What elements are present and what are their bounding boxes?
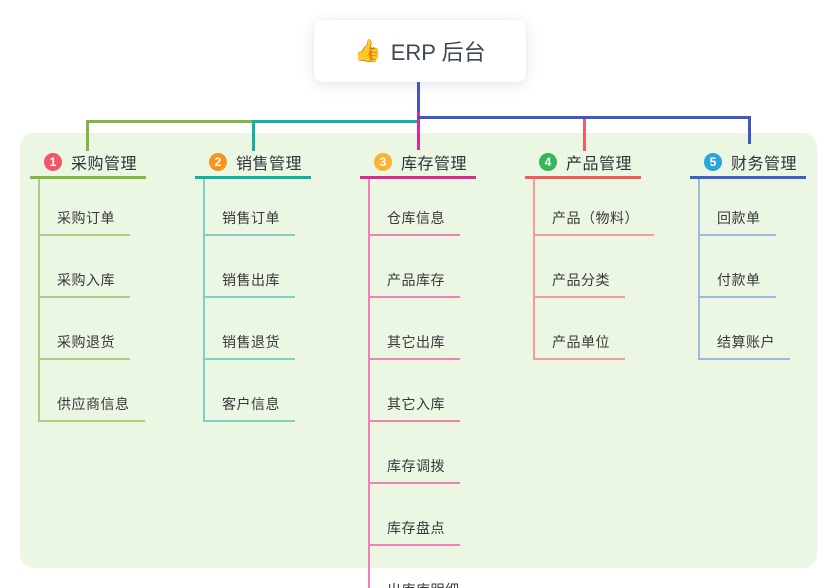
child-node[interactable]: 供应商信息 [40,360,145,422]
connector-blue-drop [748,117,751,144]
child-node[interactable]: 仓库信息 [370,179,460,236]
branch-sales: 2 销售管理 销售订单 销售出库 销售退货 客户信息 [195,148,311,422]
branch-children: 仓库信息 产品库存 其它出库 其它入库 库存调拨 库存盘点 出库库明细 [368,179,475,588]
child-node[interactable]: 其它出库 [370,298,460,360]
connector-blue-horizontal [417,116,751,119]
connector-green-horizontal [86,120,252,123]
child-node[interactable]: 结算账户 [700,298,790,360]
branch-inventory: 3 库存管理 仓库信息 产品库存 其它出库 其它入库 库存调拨 库存盘点 出库库… [360,148,476,588]
branches-panel [20,133,817,568]
child-node[interactable]: 采购订单 [40,179,130,236]
child-node[interactable]: 付款单 [700,236,776,298]
branch-children: 销售订单 销售出库 销售退货 客户信息 [203,179,295,422]
branch-title: 销售管理 [236,155,303,173]
branch-products-node[interactable]: 4 产品管理 [525,148,654,175]
branch-title: 产品管理 [566,155,633,173]
thumbs-up-icon: 👍 [354,38,382,63]
child-node[interactable]: 产品分类 [535,236,625,298]
child-node[interactable]: 销售退货 [205,298,295,360]
branch-finance-node[interactable]: 5 财务管理 [690,148,806,175]
child-node[interactable]: 产品单位 [535,298,625,360]
branch-products: 4 产品管理 产品（物料） 产品分类 产品单位 [525,148,654,360]
branch-children: 回款单 付款单 结算账户 [698,179,790,360]
child-node[interactable]: 其它入库 [370,360,460,422]
branch-number-badge: 3 [374,152,392,171]
connector-magenta-drop [417,112,420,150]
branch-number-badge: 1 [44,152,62,171]
branch-sales-node[interactable]: 2 销售管理 [195,148,311,175]
branch-underline [525,176,641,179]
child-node[interactable]: 回款单 [700,179,776,236]
child-node[interactable]: 出库库明细 [370,546,475,588]
branch-children: 产品（物料） 产品分类 产品单位 [533,179,654,360]
connector-red-drop [583,117,586,151]
branch-children: 采购订单 采购入库 采购退货 供应商信息 [38,179,145,422]
child-node[interactable]: 销售出库 [205,236,295,298]
branch-number-badge: 5 [704,152,722,171]
branch-underline [690,176,806,179]
branch-finance: 5 财务管理 回款单 付款单 结算账户 [690,148,806,360]
child-node[interactable]: 客户信息 [205,360,295,422]
branch-underline [195,176,311,179]
child-node[interactable]: 采购退货 [40,298,130,360]
connector-teal-horizontal [252,120,420,123]
root-node[interactable]: 👍 ERP 后台 [314,20,526,82]
child-node[interactable]: 采购入库 [40,236,130,298]
branch-title: 财务管理 [731,155,798,173]
branch-title: 库存管理 [401,155,468,173]
branch-procurement-node[interactable]: 1 采购管理 [30,148,146,175]
child-node[interactable]: 库存调拨 [370,422,460,484]
branch-number-badge: 2 [209,152,227,171]
child-node[interactable]: 库存盘点 [370,484,460,546]
branch-procurement: 1 采购管理 采购订单 采购入库 采购退货 供应商信息 [30,148,146,422]
branch-title: 采购管理 [71,155,138,173]
branch-inventory-node[interactable]: 3 库存管理 [360,148,476,175]
branch-number-badge: 4 [539,152,557,171]
branch-underline [30,176,146,179]
root-stem-line [417,82,420,119]
connector-teal-drop [252,120,255,151]
child-node[interactable]: 产品库存 [370,236,460,298]
branch-underline [360,176,476,179]
child-node[interactable]: 销售订单 [205,179,295,236]
connector-green-drop [86,120,89,151]
child-node[interactable]: 产品（物料） [535,179,654,236]
root-title: ERP 后台 [390,40,486,65]
